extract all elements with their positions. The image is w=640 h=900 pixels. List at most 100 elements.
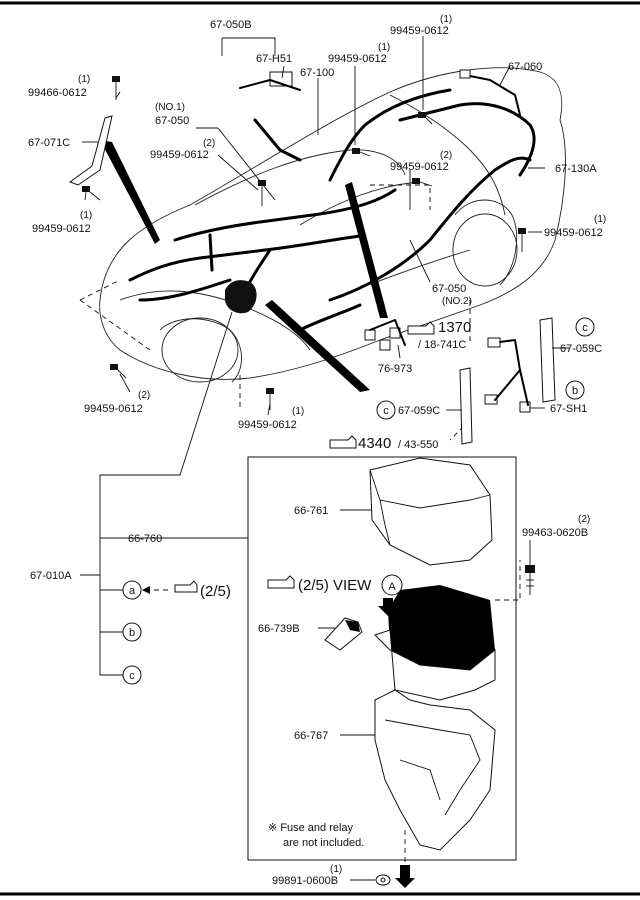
- label-99459-0612-right-mid: 99459-0612: [390, 161, 449, 173]
- label-67-071c: 67-071C: [28, 137, 70, 149]
- label-67-059c-upper: 67-059C: [560, 343, 602, 355]
- label-67-059c-lower: 67-059C: [398, 405, 440, 417]
- qty-99459-bottom-left: (2): [138, 390, 150, 401]
- label-67-010a: 67-010A: [30, 570, 72, 582]
- bolt-99463-0620b-icon: [525, 565, 535, 595]
- harness-pointer-wedge-1: [100, 140, 160, 244]
- qty-99459-center: (2): [203, 138, 215, 149]
- nut-99891-0600b-icon: [375, 874, 391, 886]
- label-67-h51: 67-H51: [256, 53, 292, 65]
- callout-no2: (NO.2): [442, 296, 472, 307]
- harness-tree-lines: [80, 311, 531, 881]
- reference-hand-icon: [267, 575, 295, 589]
- bracket-67-071c: [68, 115, 113, 186]
- label-99463-0620b: 99463-0620B: [522, 527, 588, 539]
- lower-housing-66-767: [374, 689, 496, 851]
- label-67-050-no2: 67-050: [432, 283, 466, 295]
- ref-arrow-head: [142, 586, 150, 594]
- part-67-h51: [239, 71, 301, 91]
- bolt-icon: [418, 112, 433, 125]
- label-99891-0600b: 99891-0600B: [272, 875, 338, 887]
- label-99466-0612: 99466-0612: [28, 87, 87, 99]
- reference-hand-icon: [329, 435, 357, 449]
- car-body-outline: [99, 67, 566, 383]
- circle-letter-c: c: [122, 665, 142, 685]
- svg-text:c: c: [129, 670, 135, 682]
- harness-pointer-wedge-2: [265, 300, 370, 392]
- bolt-icon: [518, 228, 526, 252]
- label-1370: 1370: [438, 319, 471, 336]
- svg-text:c: c: [582, 322, 588, 334]
- label-2-5-view: (2/5) VIEW: [298, 577, 372, 594]
- wire-harness: [128, 88, 536, 332]
- label-76-973: 76-973: [378, 363, 412, 375]
- label-18-741c: / 18-741C: [418, 339, 466, 351]
- engine-bay-loom: [225, 280, 257, 314]
- circle-letter-c-upper: c: [575, 317, 595, 337]
- circle-letter-a: a: [122, 580, 142, 600]
- bolt-icon: [82, 186, 101, 201]
- qty-99459-far-right: (1): [594, 214, 606, 225]
- qty-99891: (1): [330, 864, 342, 875]
- label-43-550: / 43-550: [398, 439, 438, 451]
- qty-99463: (2): [578, 514, 590, 525]
- label-99459-0612-far-right: 99459-0612: [544, 227, 603, 239]
- qty-99459-mid: (1): [378, 42, 390, 53]
- note-line-1: ※ Fuse and relay: [268, 822, 354, 834]
- connector-76-973: [364, 319, 406, 351]
- qty-99459-top: (1): [440, 14, 452, 25]
- view-arrow-icon: [378, 598, 398, 616]
- qty-99459-right-mid: (2): [440, 150, 452, 161]
- bolt-icon: [266, 388, 274, 410]
- qty-99459-bottom: (1): [292, 406, 304, 417]
- part-67-059c-upper: [539, 317, 556, 403]
- qty-99459-left: (1): [80, 210, 92, 221]
- label-67-050-no1: 67-050: [155, 115, 189, 127]
- label-66-739b: 66-739B: [258, 623, 300, 635]
- svg-text:c: c: [383, 405, 389, 417]
- label-67-130a: 67-130A: [555, 163, 597, 175]
- label-66-767: 66-767: [294, 730, 328, 742]
- part-labels: 67-050B 67-H51 (1) 99459-0612 (1) 99459-…: [28, 14, 606, 887]
- callout-no1: (NO.1): [155, 102, 185, 113]
- label-67-100: 67-100: [300, 67, 334, 79]
- label-99459-0612-bottom: 99459-0612: [238, 419, 297, 431]
- label-66-761: 66-761: [294, 505, 328, 517]
- label-67-060: 67-060: [508, 61, 542, 73]
- part-67-059c-lower: [459, 367, 473, 445]
- part-67-060: [459, 69, 521, 116]
- guide-line: [79, 279, 121, 301]
- guide-line: [79, 299, 151, 351]
- reference-hand-icon: [174, 580, 198, 593]
- circle-letter-c-lower: c: [376, 400, 396, 420]
- bolt-icon: [352, 148, 371, 157]
- note-line-2: are not included.: [283, 837, 364, 849]
- harness-pointer-wedge-3: [345, 182, 388, 318]
- fuse-box-detail-frame: [247, 456, 517, 861]
- reference-hand-icon: [407, 321, 435, 335]
- label-2-5-ref: (2/5): [200, 583, 231, 600]
- bolt-icon: [110, 364, 127, 379]
- down-arrow-icon: [395, 865, 415, 888]
- leader-lines: [82, 36, 570, 416]
- label-67-sh1: 67-SH1: [550, 403, 587, 415]
- svg-text:a: a: [129, 585, 136, 597]
- bolt-icon: [412, 178, 433, 187]
- label-67-050b: 67-050B: [210, 19, 252, 31]
- fuse-block-66-760: [388, 585, 495, 670]
- shielded-wire-67-sh1: [484, 337, 531, 413]
- bolt-icon: [112, 76, 120, 100]
- label-99459-0612-left: 99459-0612: [32, 223, 91, 235]
- circle-letter-view-a: A: [381, 574, 403, 596]
- label-4340: 4340: [358, 435, 391, 452]
- label-99459-0612-mid: 99459-0612: [328, 53, 387, 65]
- label-99459-0612-center: 99459-0612: [150, 149, 209, 161]
- guide-line: [370, 184, 431, 210]
- svg-text:A: A: [388, 581, 396, 593]
- svg-text:b: b: [129, 627, 135, 639]
- label-99459-0612-bottom-left: 99459-0612: [84, 403, 143, 415]
- circle-letter-b-upper: b: [565, 380, 585, 400]
- fuse-box-cover-66-761: [369, 457, 493, 566]
- label-99459-0612-top: 99459-0612: [390, 25, 449, 37]
